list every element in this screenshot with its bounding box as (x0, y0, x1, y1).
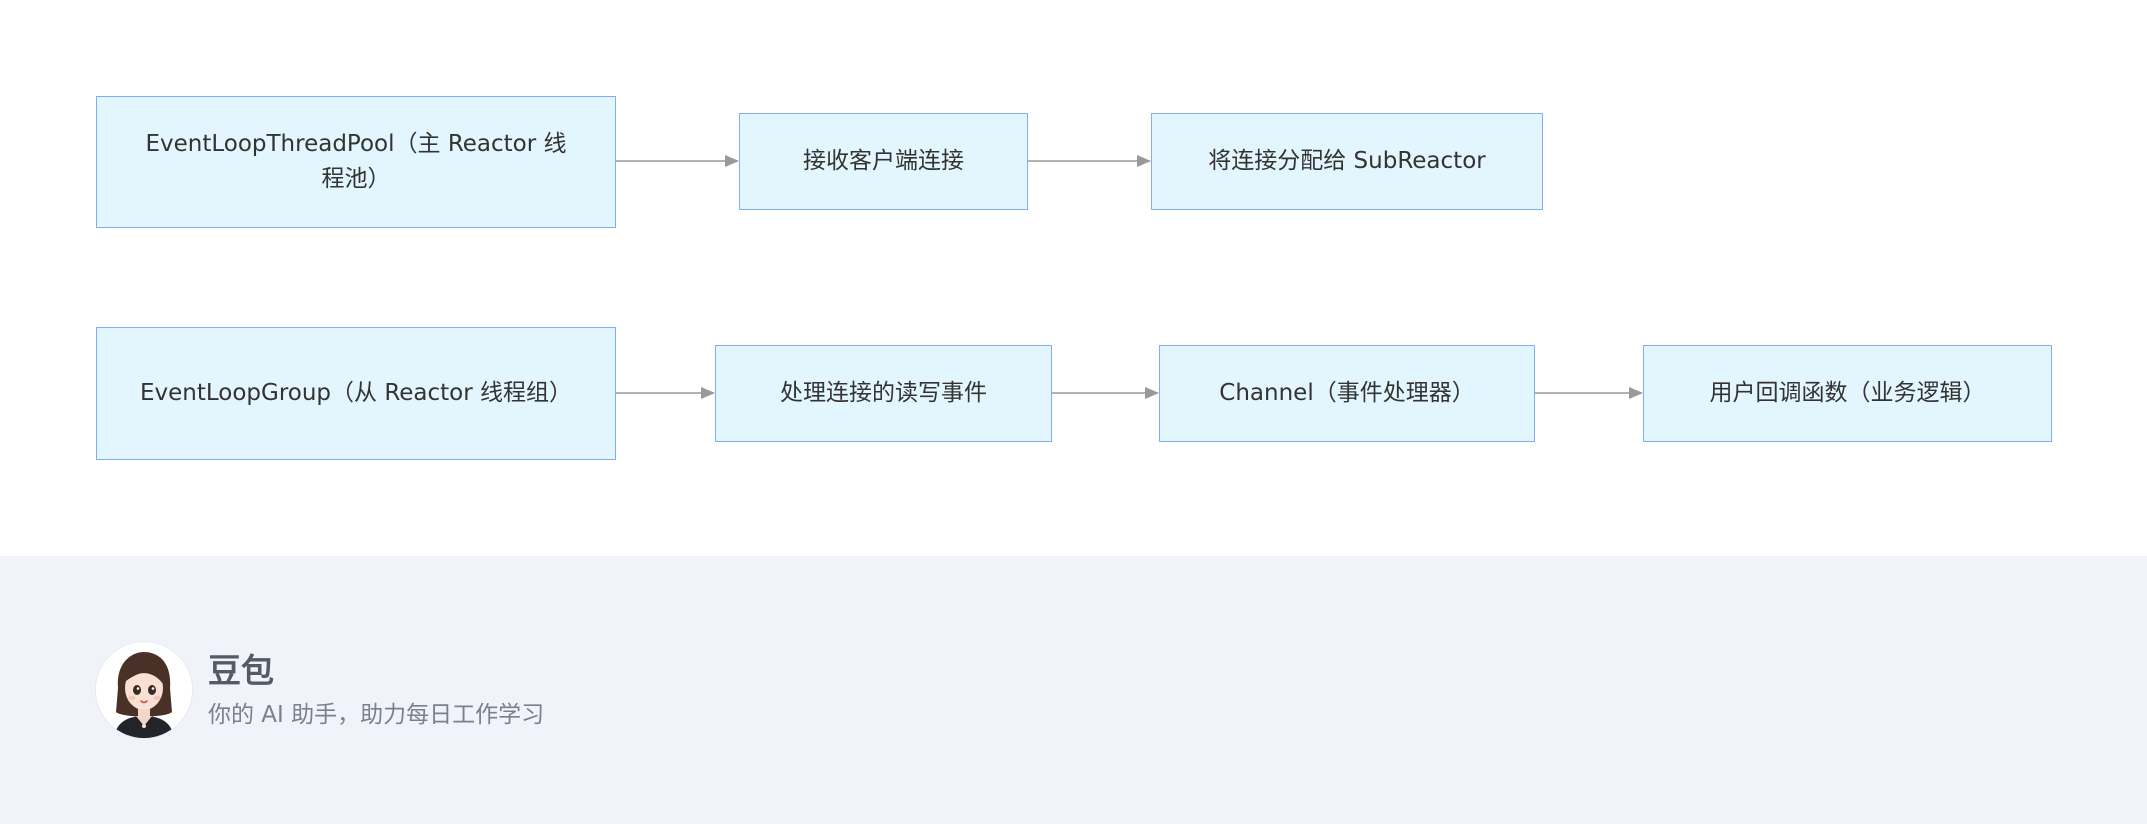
node-sub-reactor-group: EventLoopGroup（从 Reactor 线程组） (96, 327, 616, 460)
node-dispatch-subreactor: 将连接分配给 SubReactor (1151, 113, 1543, 210)
brand-tagline: 你的 AI 助手，助力每日工作学习 (208, 702, 545, 728)
doubao-avatar-icon (96, 642, 192, 738)
node-accept-connection-label: 接收客户端连接 (803, 148, 964, 174)
node-channel: Channel（事件处理器） (1159, 345, 1535, 442)
brand-name: 豆包 (208, 651, 274, 690)
footer-banner (0, 556, 2147, 824)
node-dispatch-subreactor-label: 将连接分配给 SubReactor (1208, 148, 1486, 174)
node-main-reactor-pool: EventLoopThreadPool（主 Reactor 线程池） (96, 96, 616, 228)
arrows-layer (616, 155, 1643, 399)
node-channel-label: Channel（事件处理器） (1219, 380, 1475, 406)
node-user-callback-label: 用户回调函数（业务逻辑） (1709, 380, 1986, 406)
flow-diagram: EventLoopThreadPool（主 Reactor 线程池） 接收客户端… (96, 96, 2052, 460)
node-user-callback: 用户回调函数（业务逻辑） (1643, 345, 2052, 442)
node-read-write-events: 处理连接的读写事件 (715, 345, 1052, 442)
node-main-reactor-pool-label: EventLoopThreadPool（主 Reactor 线程池） (145, 131, 567, 192)
node-accept-connection: 接收客户端连接 (739, 113, 1028, 210)
node-sub-reactor-group-label: EventLoopGroup（从 Reactor 线程组） (139, 380, 573, 406)
node-read-write-events-label: 处理连接的读写事件 (780, 380, 987, 406)
